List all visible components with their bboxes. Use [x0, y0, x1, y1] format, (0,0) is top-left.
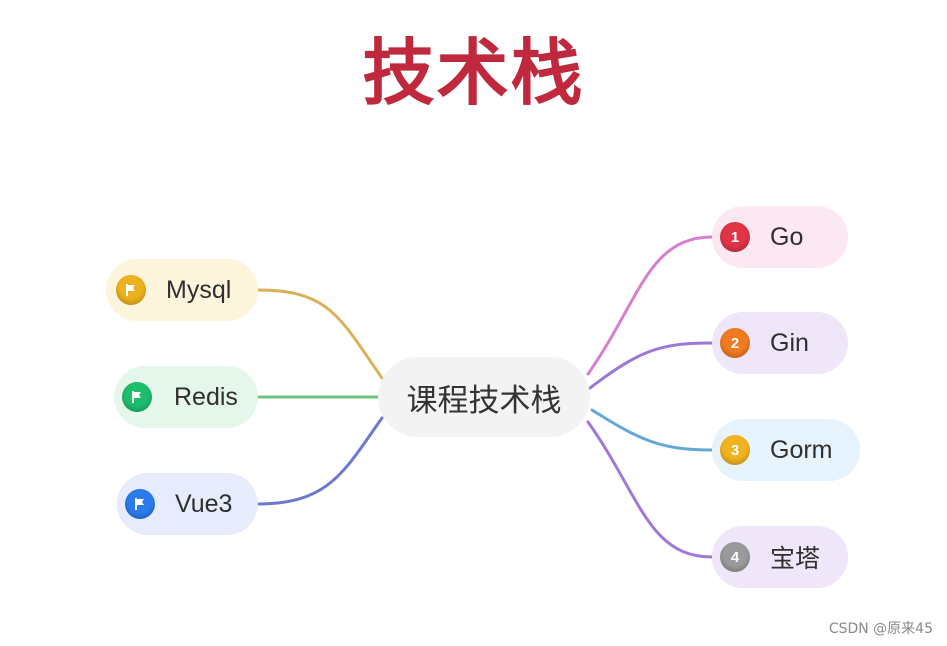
connector-go [586, 235, 714, 376]
watermark: CSDN @原来45 [828, 621, 933, 637]
node-label: Gin [770, 328, 809, 357]
connector-vue3 [256, 416, 384, 506]
node-vue3: Vue3 [117, 473, 258, 535]
node-go: 1 Go [712, 206, 848, 268]
node-baota: 4 宝塔 [712, 526, 848, 588]
connector-baota [586, 420, 714, 559]
number-badge: 4 [720, 542, 750, 572]
node-gin: 2 Gin [712, 312, 848, 374]
flag-icon [122, 382, 152, 412]
node-label: Vue3 [175, 489, 233, 518]
flag-icon [116, 275, 146, 305]
central-topic: 课程技术栈 [378, 357, 590, 437]
node-label: Gorm [770, 435, 833, 464]
page-title: 技术栈 [362, 31, 585, 115]
number-badge: 2 [720, 328, 750, 358]
connector-mysql [256, 288, 384, 380]
node-label: Go [770, 222, 804, 251]
flag-icon [125, 489, 155, 519]
number-badge: 3 [720, 435, 750, 465]
node-mysql: Mysql [106, 259, 258, 321]
node-label: Redis [174, 382, 238, 411]
node-redis: Redis [114, 366, 258, 428]
node-label: Mysql [166, 275, 232, 304]
connector-gin [588, 341, 714, 390]
node-gorm: 3 Gorm [712, 419, 860, 481]
connector-gorm [590, 408, 714, 452]
node-label: 宝塔 [770, 545, 821, 573]
number-badge: 1 [720, 222, 750, 252]
